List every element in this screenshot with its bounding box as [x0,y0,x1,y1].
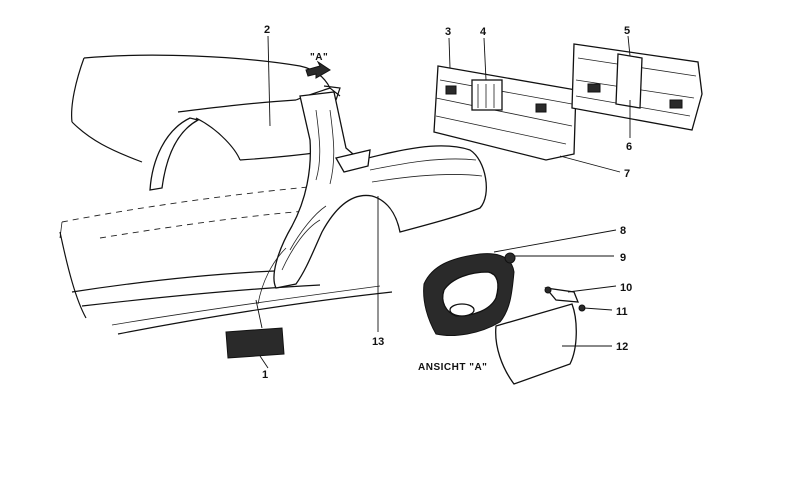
car-body-outline [59,54,393,335]
view-caption: ANSICHT "A" [418,362,487,373]
part-1-insulation-pad [225,247,287,359]
view-marker-label: "A" [310,52,328,63]
label-7: 7 [624,168,630,180]
label-6: 6 [626,141,632,153]
label-2: 2 [264,24,270,36]
label-8: 8 [620,225,626,237]
leader-lines [259,35,631,369]
part-10-hinge [544,286,579,303]
part-5-6-reinforcement [571,43,703,131]
part-labels: 1 2 3 4 5 6 7 8 9 10 11 12 13 [262,24,632,381]
quarter-panel [273,85,487,289]
view-a-arrow: "A" [305,52,331,79]
label-3: 3 [445,26,451,38]
label-5: 5 [624,25,630,37]
label-9: 9 [620,252,626,264]
label-13: 13 [372,336,384,348]
part-12-filler-flap [495,303,577,385]
label-10: 10 [620,282,632,294]
part-3-4-7-rear-panel [433,65,577,161]
part-9-grommet [504,252,516,264]
label-12: 12 [616,341,628,353]
label-1: 1 [262,369,268,381]
part-8-filler-housing [423,253,515,336]
label-11: 11 [616,306,628,318]
label-4: 4 [480,26,487,38]
